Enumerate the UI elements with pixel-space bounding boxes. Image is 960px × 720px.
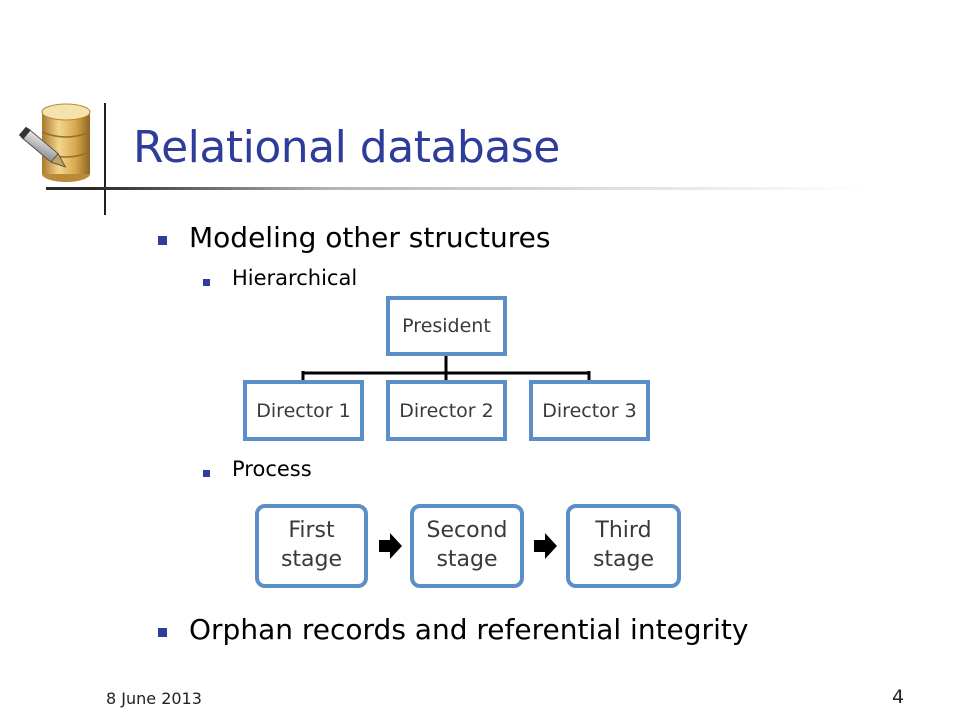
- arrow-right-icon: [379, 533, 402, 559]
- process-stage-line1: Third: [595, 518, 652, 544]
- bullet-marker: [158, 628, 167, 637]
- bullet-marker: [158, 236, 167, 245]
- org-box-label: President: [402, 315, 491, 337]
- process-stage-label: Third stage: [593, 517, 654, 574]
- org-box-label: Director 2: [399, 399, 494, 422]
- footer-date: 8 June 2013: [106, 689, 202, 708]
- process-stage-1: First stage: [255, 504, 368, 588]
- process-stage-line2: stage: [436, 547, 498, 572]
- process-stage-label: First stage: [281, 517, 342, 574]
- bullet-process: Process: [232, 457, 312, 481]
- bullet-marker: [203, 279, 210, 286]
- bullet-marker: [203, 470, 210, 477]
- org-box-director-1: Director 1: [243, 380, 364, 441]
- org-box-president: President: [386, 296, 507, 356]
- process-stage-line2: stage: [592, 547, 655, 572]
- process-stage-2: Second stage: [410, 504, 524, 588]
- title-horizontal-rule: [46, 187, 866, 190]
- arrow-right-icon: [534, 533, 557, 559]
- slide-title: Relational database: [133, 122, 560, 173]
- bullet-hierarchical: Hierarchical: [232, 266, 358, 290]
- process-stage-line1: Second: [426, 518, 508, 544]
- org-box-label: Director 1: [256, 399, 351, 422]
- bullet-modeling: Modeling other structures: [189, 221, 551, 254]
- page-number: 4: [892, 686, 905, 708]
- process-stage-label: Second stage: [427, 517, 508, 574]
- database-pen-icon: [18, 103, 91, 182]
- process-stage-line1: First: [288, 518, 335, 544]
- org-box-label: Director 3: [542, 399, 637, 422]
- process-stage-3: Third stage: [566, 504, 681, 588]
- process-stage-line2: stage: [280, 547, 343, 572]
- title-vertical-rule: [104, 103, 106, 215]
- org-box-director-3: Director 3: [529, 380, 650, 441]
- org-box-director-2: Director 2: [386, 380, 507, 441]
- bullet-orphan: Orphan records and referential integrity: [189, 613, 749, 646]
